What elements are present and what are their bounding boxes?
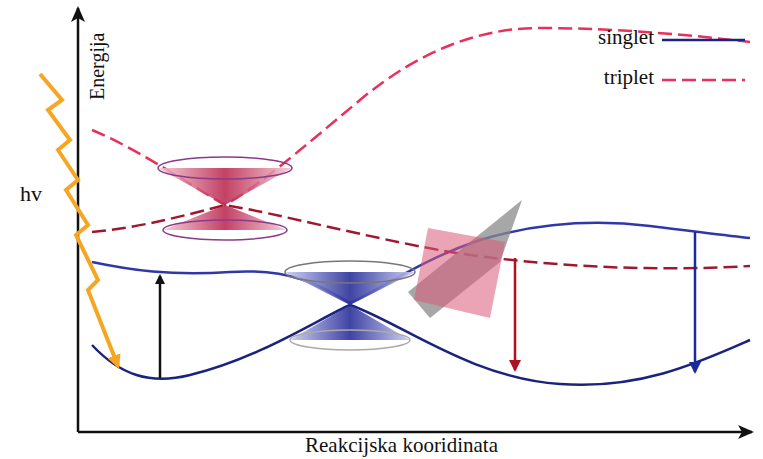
y-axis xyxy=(77,8,80,432)
photon-label: hv xyxy=(20,182,42,206)
singlet-conical-intersection xyxy=(285,261,415,350)
triplet-conical-intersection xyxy=(158,157,292,240)
x-axis xyxy=(78,431,752,434)
axis-title: Energija xyxy=(86,33,108,100)
legend-text: triplet xyxy=(604,66,654,89)
phosphorescence-arrow xyxy=(514,258,517,370)
fluorescence-arrow xyxy=(694,232,697,372)
triplet-upper-curve xyxy=(92,28,750,205)
crossing-planes xyxy=(408,200,522,318)
legend-sample-dashed xyxy=(662,79,745,82)
legend-sample-solid xyxy=(662,39,745,42)
excitation-arrow xyxy=(159,276,162,378)
photon-bolt xyxy=(40,74,118,366)
singlet-ground-curve xyxy=(92,305,750,385)
axis-title: Reakcijska kooridinata xyxy=(305,434,498,457)
legend-text: singlet xyxy=(598,26,654,49)
triplet-lower-curve xyxy=(92,205,750,268)
